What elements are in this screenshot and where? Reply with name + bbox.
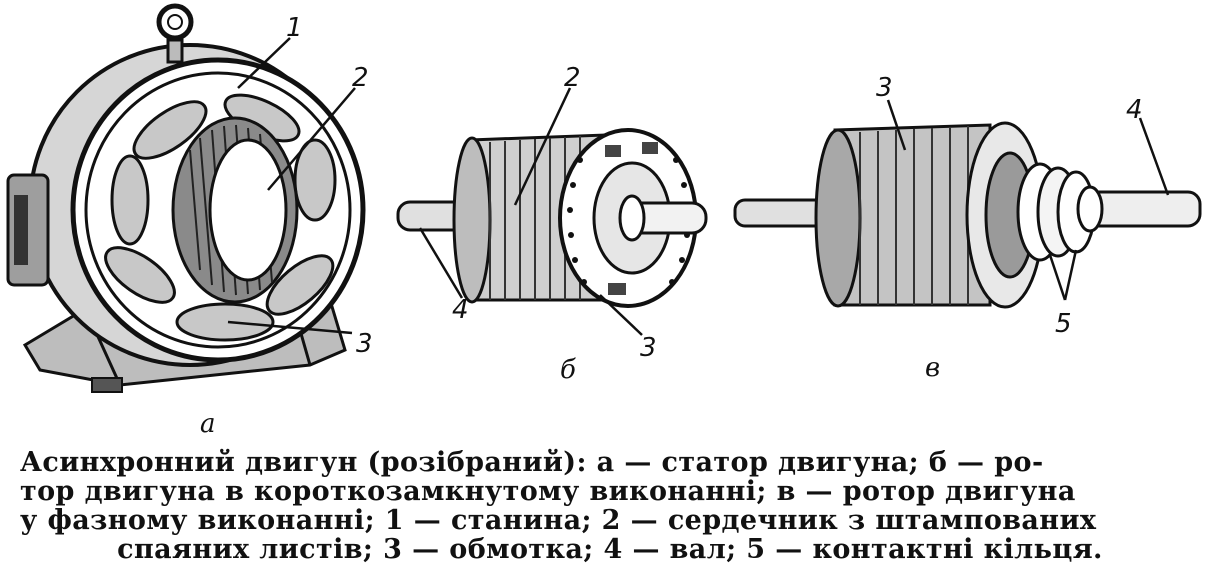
caption-line-1: Асинхронний двигун (розібраний): а — ста… [20,447,1044,478]
stator-drawing [6,3,366,393]
caption-line-2: тор двигуна в короткозамкнутому виконанн… [20,476,1076,507]
caption-line-4: спаяних листів; 3 — обмотка; 4 — вал; 5 … [117,534,1103,565]
callout-a-1: 1 [286,13,303,43]
sublabel-c: в [925,353,940,383]
callout-b-2: 2 [564,63,581,93]
caption-line-3: у фазному виконанні; 1 — станина; 2 — се… [20,505,1097,536]
sublabel-a: а [200,409,216,439]
callout-c-4: 4 [1126,95,1143,125]
callout-b-3: 3 [640,333,657,363]
wound-rotor-drawing [733,99,1202,309]
squirrel-cage-rotor-drawing [396,87,708,336]
motor-illustration: 1 2 3 а [6,3,1202,439]
sublabel-b: б [560,355,576,385]
callout-a-3: 3 [356,329,373,359]
callout-b-4: 4 [452,295,469,325]
callout-a-2: 2 [352,63,369,93]
callout-c-5: 5 [1055,309,1072,339]
figure-caption: Асинхронний двигун (розібраний): а — ста… [20,448,1200,564]
callout-c-3: 3 [876,73,893,103]
